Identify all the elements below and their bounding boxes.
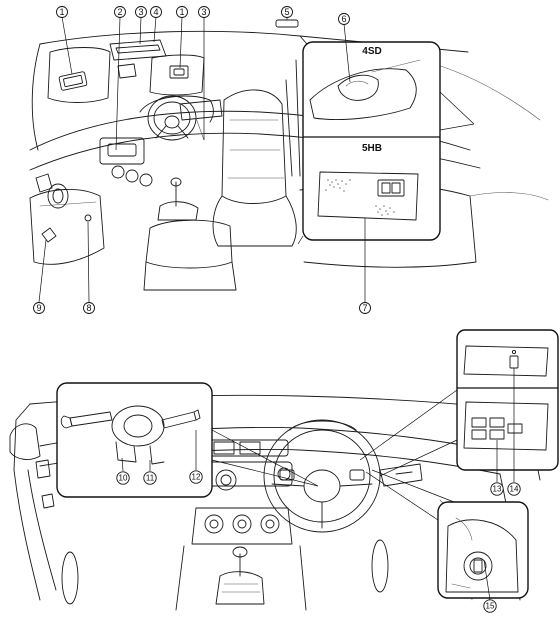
callout-marker [189, 470, 203, 484]
sedan-switch-outline [337, 74, 379, 101]
switch-panel-callout-box [359, 329, 559, 482]
callout-number: 3 [201, 7, 206, 17]
upper-switch-panel [463, 345, 549, 377]
callout-marker [483, 599, 497, 613]
callout-marker [507, 482, 521, 496]
callout-marker [83, 302, 95, 314]
callout-number: 8 [86, 303, 91, 313]
sedan-headliner-detail [309, 68, 417, 120]
variant-label-hatchback: 5HB [362, 143, 382, 154]
callout-marker [150, 6, 162, 18]
hatchback-switch-panel [317, 171, 419, 221]
hatchback-panel-texture [325, 179, 395, 216]
callout-marker [338, 13, 350, 25]
callout-marker [56, 6, 68, 18]
callout-marker [33, 302, 45, 314]
callout-number: 12 [192, 473, 201, 482]
callout-number: 6 [341, 14, 346, 24]
callout-number: 14 [510, 485, 519, 494]
callout-number: 1 [179, 7, 184, 17]
callout-marker [143, 471, 157, 485]
callout-marker [281, 6, 293, 18]
variant-label-sedan: 4SD [362, 46, 381, 57]
callout-number: 2 [117, 7, 122, 17]
combination-switch-callout-box [56, 382, 319, 498]
cabin-interior-illustration [29, 19, 549, 291]
callout-number: 9 [36, 303, 41, 313]
bottom-callouts: 10 11 12 13 14 15 [116, 457, 521, 613]
callout-marker [198, 6, 210, 18]
callout-marker [116, 471, 130, 485]
callout-marker [135, 6, 147, 18]
callout-marker [490, 482, 504, 496]
hatchback-switch [377, 179, 405, 197]
lower-switch-panel [463, 401, 549, 451]
ignition-switch [463, 551, 493, 581]
callout-number: 10 [119, 474, 128, 483]
callout-number: 13 [493, 485, 502, 494]
ignition-callout-box [365, 469, 529, 601]
clock-spring [111, 405, 165, 447]
callout-marker [114, 6, 126, 18]
callout-number: 11 [146, 474, 155, 483]
variant-callout-box: 4SD 5HB [297, 41, 475, 302]
callout-number: 1 [59, 7, 64, 17]
callout-marker [176, 6, 188, 18]
callout-number: 7 [362, 303, 367, 313]
callout-number: 3 [138, 7, 143, 17]
callout-marker [359, 302, 371, 314]
callout-number: 5 [284, 7, 289, 17]
callout-number: 4 [153, 7, 158, 17]
top-callouts: 1 2 3 4 1 3 5 6 7 8 [33, 6, 371, 314]
callout-number: 15 [486, 602, 495, 611]
